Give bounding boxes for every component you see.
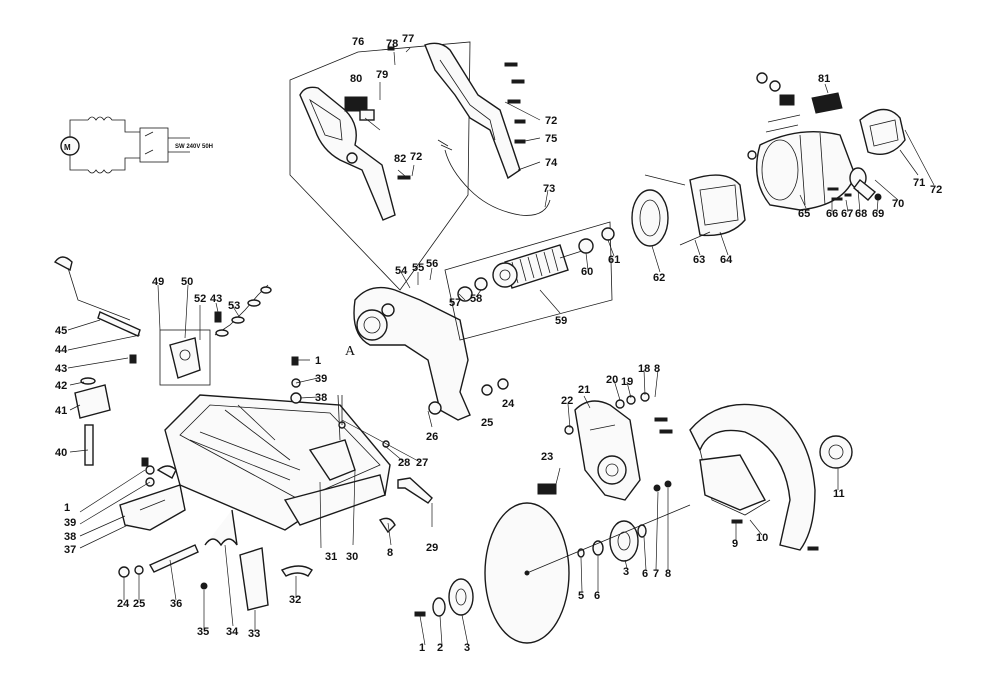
callout-1c: 1 — [419, 642, 425, 654]
callout-2: 2 — [437, 642, 443, 654]
callout-8c: 8 — [665, 568, 671, 580]
wiring-schematic: M SW 240V 50H — [60, 116, 213, 174]
lower-guard-plate — [537, 400, 641, 501]
callout-56: 56 — [426, 258, 438, 270]
callout-44: 44 — [55, 344, 68, 356]
callout-62: 62 — [653, 272, 665, 284]
callout-18: 18 — [638, 363, 650, 375]
callout-73: 73 — [543, 183, 555, 195]
armature-group — [444, 221, 613, 341]
callout-23: 23 — [541, 451, 553, 463]
callout-21: 21 — [578, 384, 590, 396]
callout-24a: 24 — [502, 398, 515, 410]
callout-1a: 1 — [315, 355, 321, 367]
callout-29: 29 — [426, 542, 438, 554]
callout-55: 55 — [412, 262, 424, 274]
callout-39a: 39 — [315, 373, 327, 385]
callout-26: 26 — [426, 431, 438, 443]
callout-31: 31 — [325, 551, 337, 563]
callout-11: 11 — [833, 488, 845, 500]
schematic-label: SW 240V 50H — [175, 144, 213, 150]
callout-41: 41 — [55, 405, 67, 417]
callout-36: 36 — [170, 598, 182, 610]
callout-65: 65 — [798, 208, 810, 220]
callout-5: 5 — [578, 590, 584, 602]
callout-38a: 38 — [315, 392, 327, 404]
callout-67: 67 — [841, 208, 853, 220]
callout-63: 63 — [693, 254, 705, 266]
callout-52: 52 — [194, 293, 206, 305]
callout-22: 22 — [561, 395, 573, 407]
callout-74: 74 — [545, 157, 558, 169]
callout-43b: 43 — [210, 293, 222, 305]
callout-75: 75 — [545, 133, 557, 145]
callout-54: 54 — [395, 265, 408, 277]
callout-10: 10 — [756, 532, 768, 544]
callout-49: 49 — [152, 276, 164, 288]
callout-71: 71 — [913, 177, 925, 189]
callout-69: 69 — [872, 208, 884, 220]
blade-guard — [654, 403, 853, 551]
callout-24b: 24 — [117, 598, 130, 610]
callout-76: 76 — [352, 36, 364, 48]
callout-64: 64 — [720, 254, 733, 266]
base-assembly — [53, 256, 509, 611]
callout-34: 34 — [226, 626, 239, 638]
callout-79: 79 — [376, 69, 388, 81]
callout-9: 9 — [732, 538, 738, 550]
callout-38b: 38 — [64, 531, 76, 543]
callout-35: 35 — [197, 626, 209, 638]
callout-81: 81 — [818, 73, 830, 85]
leader-lines — [67, 47, 935, 646]
gear-housing-arm: A — [345, 286, 471, 421]
callout-20: 20 — [606, 374, 618, 386]
callout-57: 57 — [449, 297, 461, 309]
callout-33: 33 — [248, 628, 260, 640]
callout-61: 61 — [608, 254, 620, 266]
handle-housing-group — [289, 41, 551, 291]
callout-72b: 72 — [545, 115, 557, 127]
callout-25a: 25 — [481, 417, 493, 429]
motor-assembly — [601, 72, 906, 247]
callout-7: 7 — [653, 568, 659, 580]
callout-59: 59 — [555, 315, 567, 327]
callout-70: 70 — [892, 198, 904, 210]
callout-53: 53 — [228, 300, 240, 312]
callout-72c: 72 — [930, 184, 942, 196]
callout-labels: 76 78 77 80 79 82 72 72 75 74 73 81 54 5… — [55, 33, 942, 654]
callout-50: 50 — [181, 276, 193, 288]
callout-60: 60 — [581, 266, 593, 278]
callout-8b: 8 — [654, 363, 660, 375]
callout-6a: 6 — [594, 590, 600, 602]
callout-80: 80 — [350, 73, 362, 85]
callout-30: 30 — [346, 551, 358, 563]
callout-19: 19 — [621, 376, 633, 388]
callout-1b: 1 — [64, 502, 70, 514]
callout-58: 58 — [470, 293, 482, 305]
callout-42: 42 — [55, 380, 67, 392]
callout-37: 37 — [64, 544, 76, 556]
callout-45: 45 — [55, 325, 67, 337]
callout-68: 68 — [855, 208, 867, 220]
cutoff-wheel-assembly — [414, 392, 691, 644]
callout-77: 77 — [402, 33, 414, 45]
callout-32: 32 — [289, 594, 301, 606]
callout-66: 66 — [826, 208, 838, 220]
callout-27: 27 — [416, 457, 428, 469]
callout-72a: 72 — [410, 151, 422, 163]
callout-39b: 39 — [64, 517, 76, 529]
callout-78: 78 — [386, 38, 398, 50]
callout-3b: 3 — [623, 566, 629, 578]
svg-text:M: M — [64, 143, 71, 152]
callout-8a: 8 — [387, 547, 393, 559]
callout-40: 40 — [55, 447, 67, 459]
callout-6b: 6 — [642, 568, 648, 580]
callout-43a: 43 — [55, 363, 67, 375]
callout-82: 82 — [394, 153, 406, 165]
reference-mark-A: A — [345, 344, 356, 359]
callout-25b: 25 — [133, 598, 145, 610]
callout-28: 28 — [398, 457, 410, 469]
callout-3a: 3 — [464, 642, 470, 654]
